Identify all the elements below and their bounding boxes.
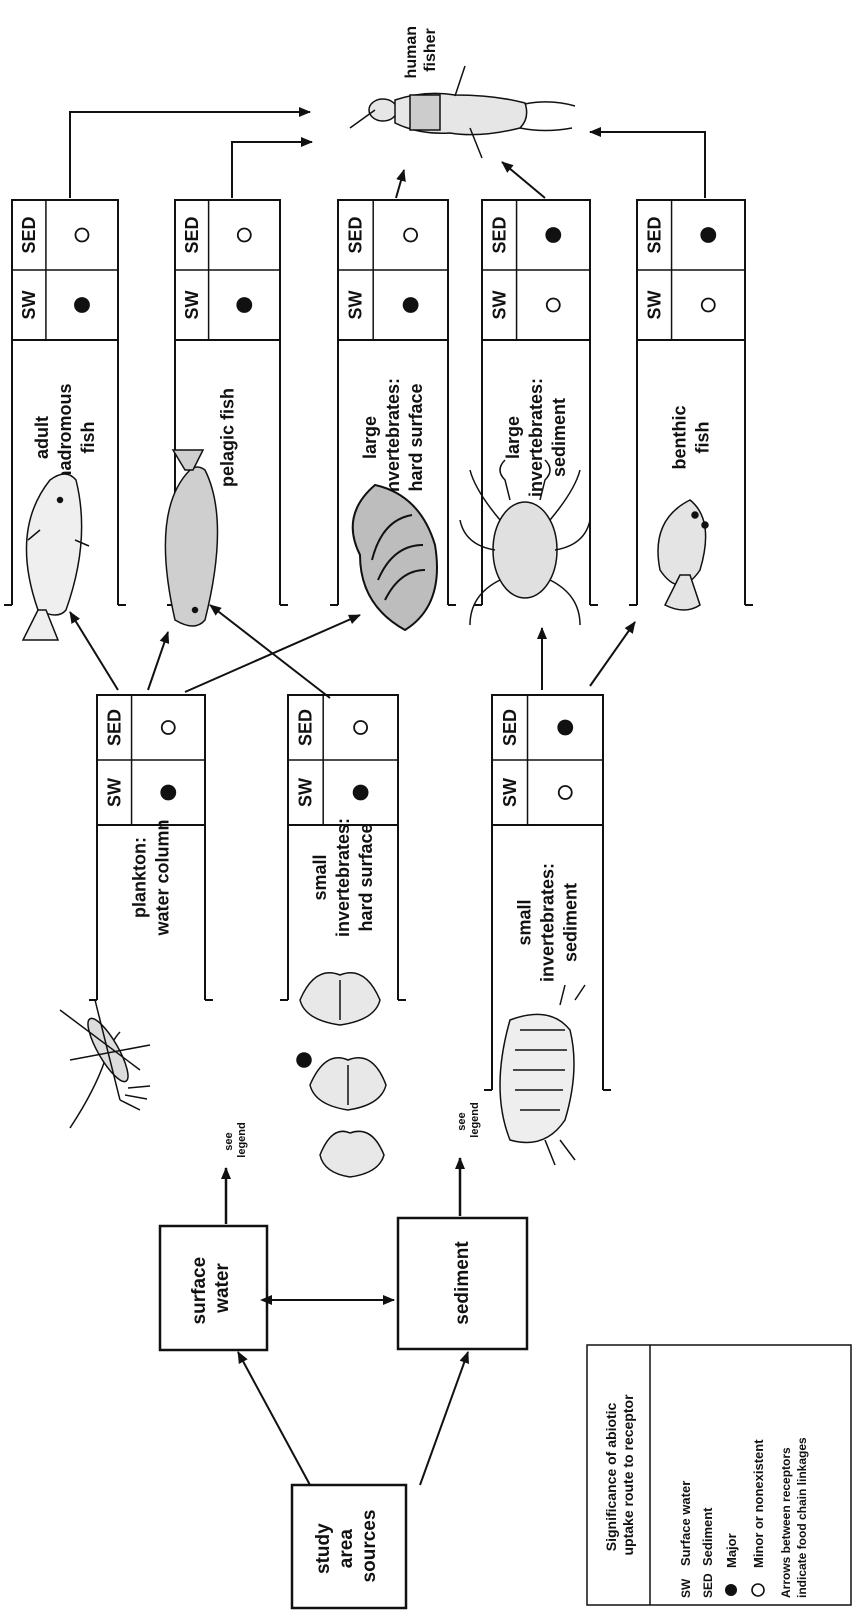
salmon-icon: [21, 473, 90, 641]
barnacle-icon: [296, 972, 387, 1178]
food-chain-arrows: [69, 107, 706, 699]
arrow-plankton-to-adult-fish: [69, 611, 119, 691]
study-area-sources-label: study area sources: [313, 1510, 380, 1583]
sed-uptake-symbol: [353, 720, 369, 735]
surface-water-label: surface water: [189, 1252, 233, 1325]
sw-uptake-symbol: [557, 785, 573, 800]
legend-major-symbol: [725, 1584, 737, 1596]
sed-header: SED: [104, 709, 124, 746]
arrow-pelagic-fish-to-human: [231, 137, 313, 198]
sw-uptake-symbol: [545, 297, 561, 313]
flounder-icon: [657, 499, 709, 611]
sw-uptake-symbol: [700, 297, 716, 313]
sw-header: SW: [489, 290, 509, 319]
legend-note: Arrows between receptors indicate food c…: [779, 1437, 809, 1598]
see-legend-1: see legend: [223, 1122, 248, 1157]
sw-header: SW: [500, 778, 520, 807]
crab-icon: [459, 459, 591, 626]
sw-header: SW: [182, 290, 202, 319]
arrow-adult-fish-to-human: [69, 107, 311, 198]
sed-uptake-symbol: [700, 227, 717, 243]
receptor-label: plankton:water column: [130, 819, 173, 936]
sed-header: SED: [296, 709, 316, 746]
sw-uptake-symbol: [74, 297, 90, 313]
sw-header: SW: [19, 290, 39, 319]
arrow-plankton-to-pelagic-fish: [147, 631, 170, 691]
sw-header: SW: [104, 778, 124, 807]
arrow-sources-to-surface-water: [237, 1351, 311, 1486]
legend-minor-text: Minor or nonexistent: [751, 1439, 766, 1568]
sediment-box: sediment: [396, 1216, 529, 1351]
sw-header: SW: [346, 290, 366, 319]
sed-header: SED: [346, 216, 366, 253]
sed-uptake-symbol: [557, 719, 574, 736]
arrow-sources-to-sediment: [419, 1351, 469, 1486]
arrow-large-inv-sed-to-human: [501, 161, 546, 199]
sw-uptake-symbol: [160, 784, 177, 801]
sed-uptake-symbol: [403, 227, 419, 243]
sed-uptake-symbol: [236, 227, 252, 243]
receptor-pelagic-fish: SW SED pelagic fish: [167, 199, 288, 606]
sw-uptake-symbol: [352, 784, 369, 801]
sw-header: SW: [296, 778, 316, 807]
sed-header: SED: [500, 709, 520, 746]
human-fisher-icon: [349, 65, 576, 159]
arrow-small-inv-sed-to-benthic-fish: [589, 621, 636, 687]
legend-minor-symbol: [751, 1583, 765, 1597]
sw-header: SW: [644, 290, 664, 319]
receptor-plankton: SW SED plankton:water column: [89, 694, 213, 1001]
sed-uptake-symbol: [160, 720, 176, 735]
legend: Significance of abiotic uptake route to …: [586, 1344, 852, 1606]
amphipod-icon: [499, 984, 586, 1166]
sed-header: SED: [19, 216, 39, 253]
surface-water-box: surface water: [158, 1224, 269, 1352]
copepod-icon: [59, 999, 151, 1129]
pelagic-fish-icon: [164, 449, 219, 627]
sed-header: SED: [489, 216, 509, 253]
arrow-benthic-fish-to-human: [589, 127, 706, 198]
sed-header: SED: [182, 216, 202, 253]
legend-sed-text: Sediment: [700, 1507, 715, 1566]
sw-uptake-symbol: [402, 297, 419, 313]
sed-header: SED: [644, 216, 664, 253]
sediment-label: sediment: [452, 1241, 473, 1325]
see-legend-2: see legend: [456, 1102, 481, 1137]
oyster-icon: [351, 483, 438, 632]
sed-uptake-symbol: [74, 227, 90, 243]
legend-sed-abbr: SED: [701, 1573, 715, 1598]
legend-major-text: Major: [724, 1533, 739, 1568]
arrow-small-inv-hard-to-pelagic-fish: [209, 604, 331, 699]
receptor-label: pelagic fish: [218, 388, 238, 487]
sed-uptake-symbol: [545, 227, 562, 243]
arrow-large-inv-hard-to-human: [395, 169, 406, 199]
human-fisher-label: human fisher: [403, 22, 439, 79]
legend-sw-text: Surface water: [678, 1481, 693, 1566]
legend-title: Significance of abiotic uptake route to …: [603, 1394, 636, 1556]
study-area-sources-box: study area sources: [290, 1483, 408, 1610]
sw-uptake-symbol: [236, 297, 253, 313]
legend-sw-abbr: SW: [679, 1578, 693, 1598]
